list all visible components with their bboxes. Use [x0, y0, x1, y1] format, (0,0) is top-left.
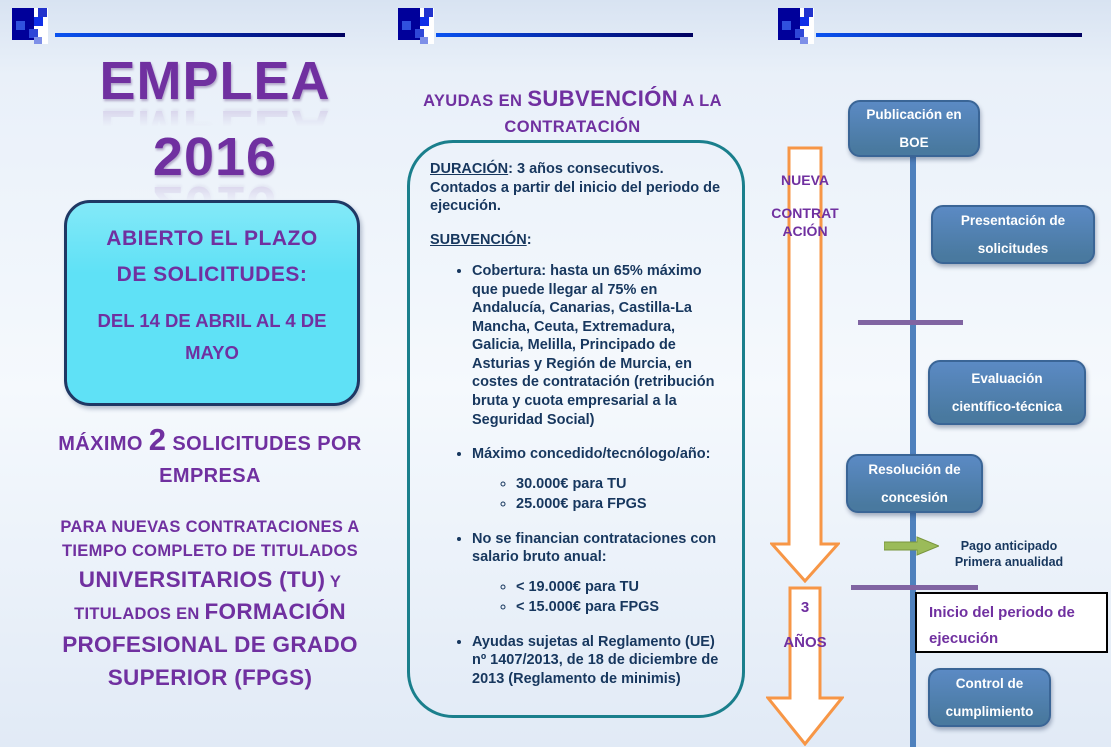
arrow-word-anos: AÑOS: [783, 634, 827, 651]
flow-box-label: Evaluación científico-técnica: [951, 370, 1063, 414]
inicio-ejecucion-label: Inicio del periodo de ejecución: [929, 604, 1075, 648]
target-big-2: FORMACIÓN PROFESIONAL DE GRADO SUPERIOR …: [62, 599, 358, 690]
arrow-word-nueva: NUEVA: [781, 172, 829, 188]
flow-box-evaluacion-cientifico-tecnica: Evaluación científico-técnica: [928, 360, 1086, 425]
list-item: < 19.000€ para TU: [516, 578, 720, 597]
down-arrow-icon: [770, 146, 840, 583]
aid-heading: AYUDAS EN SUBVENCIÓN A LA CONTRATACIÓN: [400, 82, 745, 140]
pago-line-1: Pago anticipado: [960, 539, 1058, 553]
flow-box-label: Presentación de solicitudes: [960, 212, 1066, 256]
header-rule: [55, 33, 345, 37]
subvencion-heading: SUBVENCIÓN:: [430, 231, 722, 250]
arrow-word-contratacion: CONTRATACIÓN: [771, 204, 839, 240]
open-period-box: ABIERTO EL PLAZO DE SOLICITUDES: DEL 14 …: [64, 200, 360, 406]
aid-heading-big: SUBVENCIÓN: [527, 86, 679, 111]
advance-payment-label: Pago anticipado Primera anualidad: [945, 538, 1073, 571]
inicio-ejecucion-box: Inicio del periodo de ejecución: [915, 592, 1108, 653]
emplea-year: 2016: [152, 127, 278, 187]
target-small-2: Y TITULADOS EN: [74, 572, 342, 624]
bullet-reglamento: Ayudas sujetas al Reglamento (UE) nº 140…: [472, 633, 719, 688]
list-item: No se financian contrataciones con salar…: [472, 530, 722, 617]
aid-details-box: DURACIÓN: 3 años consecutivos. Contados …: [407, 140, 745, 718]
bullet-no-financian: No se financian contrataciones con salar…: [472, 530, 717, 566]
header-rule: [436, 33, 693, 37]
duracion-text: : 3 años consecutivos. Contados a partir…: [430, 161, 721, 215]
target-small-1: PARA NUEVAS CONTRATACIONES A TIEMPO COMP…: [60, 518, 360, 560]
milestone-line-1: [858, 320, 963, 325]
green-right-arrow-icon: [883, 536, 941, 556]
target-audience-text: PARA NUEVAS CONTRATACIONES A TIEMPO COMP…: [48, 516, 372, 694]
flow-box-presentacion-solicitudes: Presentación de solicitudes: [931, 205, 1095, 264]
aid-heading-small-2: A LA CONTRATACIÓN: [504, 92, 722, 136]
duracion-label: DURACIÓN: [430, 161, 509, 177]
pixel-squares-logo-icon: [12, 8, 48, 44]
timeline-vertical-line: [910, 155, 916, 747]
subvencion-label: SUBVENCIÓN: [430, 231, 527, 248]
down-arrow-icon: [766, 586, 844, 746]
list-item: Cobertura: hasta un 65% máximo que puede…: [472, 262, 722, 429]
years-arrow-label: 3 AÑOS: [766, 594, 844, 656]
max-applications-number: 2: [148, 422, 167, 457]
aid-bullet-list: Cobertura: hasta un 65% máximo que puede…: [430, 262, 722, 688]
duracion-paragraph: DURACIÓN: 3 años consecutivos. Contados …: [430, 160, 722, 216]
max-applications-text: MÁXIMO 2 SOLICITUDES POR EMPRESA: [55, 424, 365, 493]
flow-box-publicacion-boe: Publicación en BOE: [848, 100, 980, 157]
milestone-line-2: [851, 585, 978, 590]
sub-item-min-tu: < 19.000€ para TU: [516, 578, 639, 595]
open-period-dates: DEL 14 DE ABRIL AL 4 DE MAYO: [97, 310, 327, 364]
sub-item-min-fpgs: < 15.000€ para FPGS: [516, 599, 660, 616]
maximo-sub-list: 30.000€ para TU 25.000€ para FPGS: [472, 475, 720, 514]
max-applications-post: SOLICITUDES POR EMPRESA: [159, 433, 362, 488]
bullet-cobertura: Cobertura: hasta un 65% máximo que puede…: [472, 263, 715, 428]
flow-box-label: Control de cumplimiento: [945, 675, 1034, 719]
flow-box-resolucion-concesion: Resolución de concesión: [846, 454, 983, 513]
pixel-squares-logo-icon: [398, 8, 434, 44]
target-big-1: UNIVERSITARIOS (TU): [78, 566, 326, 592]
list-item: 30.000€ para TU: [516, 475, 720, 494]
pago-line-2: Primera anualidad: [954, 555, 1064, 570]
flow-box-label: Publicación en BOE: [866, 106, 962, 150]
arrow-word-3: 3: [800, 599, 810, 616]
pixel-squares-logo-icon: [778, 8, 814, 44]
no-financian-sub-list: < 19.000€ para TU < 15.000€ para FPGS: [472, 578, 720, 617]
flow-box-control-cumplimiento: Control de cumplimiento: [928, 668, 1051, 727]
flow-box-label: Resolución de concesión: [868, 461, 961, 505]
list-item: 25.000€ para FPGS: [516, 495, 720, 514]
header-rule: [816, 33, 1082, 37]
new-hire-down-arrow: [770, 146, 840, 583]
sub-item-fpgs: 25.000€ para FPGS: [516, 496, 647, 513]
list-item: < 15.000€ para FPGS: [516, 598, 720, 617]
emplea-title: EMPLEA: [99, 51, 331, 111]
list-item: Máximo concedido/tecnólogo/año: 30.000€ …: [472, 445, 722, 514]
aid-heading-small-1: AYUDAS EN: [423, 92, 528, 110]
list-item: Ayudas sujetas al Reglamento (UE) nº 140…: [472, 633, 722, 689]
new-hire-arrow-label: NUEVA CONTRATACIÓN: [770, 168, 840, 241]
subvencion-colon: :: [526, 231, 532, 248]
advance-payment-arrow: [883, 535, 941, 562]
max-applications-pre: MÁXIMO: [58, 433, 149, 455]
sub-item-tu: 30.000€ para TU: [516, 475, 627, 492]
bullet-maximo: Máximo concedido/tecnólogo/año:: [472, 446, 711, 463]
years-down-arrow: [766, 586, 844, 746]
open-period-heading: ABIERTO EL PLAZO DE SOLICITUDES:: [106, 227, 318, 287]
